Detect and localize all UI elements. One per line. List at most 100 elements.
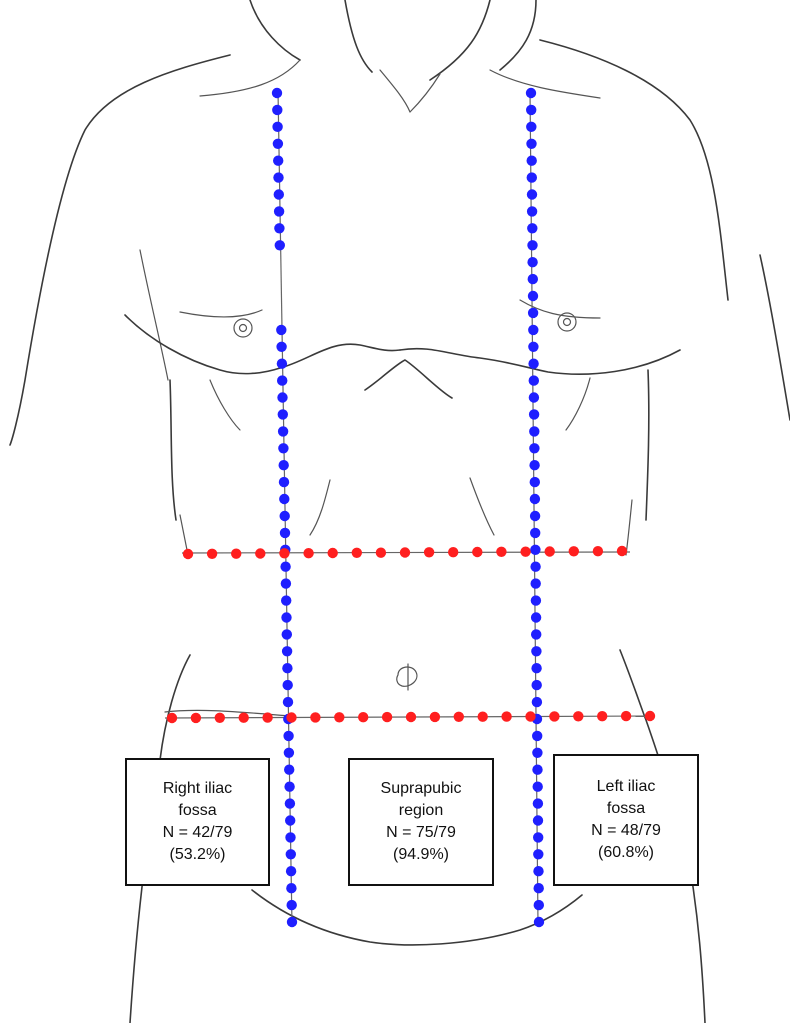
blue-dot — [528, 325, 538, 335]
red-dot — [239, 713, 249, 723]
blue-dot — [281, 612, 291, 622]
blue-dot — [277, 375, 287, 385]
blue-dot — [272, 105, 282, 115]
blue-dot — [528, 359, 538, 369]
red-dot — [286, 712, 296, 722]
blue-dot — [278, 409, 288, 419]
blue-dot — [526, 122, 536, 132]
red-dot — [352, 548, 362, 558]
suprapubic-region-box: Suprapubic region N = 75/79 (94.9%) — [348, 758, 494, 886]
blue-dot — [274, 206, 284, 216]
blue-dot — [531, 629, 541, 639]
blue-dot — [283, 731, 293, 741]
red-dot — [621, 711, 631, 721]
blue-dot — [533, 815, 543, 825]
left-iliac-fossa-label-line-2: fossa — [607, 798, 645, 820]
blue-dot — [282, 629, 292, 639]
blue-dot — [282, 646, 292, 656]
red-dot — [430, 712, 440, 722]
blue-dot — [530, 477, 540, 487]
red-dot — [207, 549, 217, 559]
right-iliac-fossa-count: N = 42/79 — [163, 822, 233, 844]
red-dot — [382, 712, 392, 722]
left-iliac-fossa-percent: (60.8%) — [598, 842, 654, 864]
blue-dot — [527, 223, 537, 233]
red-dot — [303, 548, 313, 558]
blue-dot — [529, 460, 539, 470]
blue-dot — [528, 308, 538, 318]
blue-dot — [277, 359, 287, 369]
blue-dot — [528, 342, 538, 352]
blue-dot — [285, 798, 295, 808]
blue-dot — [534, 917, 544, 927]
red-dot — [310, 712, 320, 722]
red-dot — [328, 548, 338, 558]
blue-dot — [279, 460, 289, 470]
suprapubic-region-percent: (94.9%) — [393, 844, 449, 866]
blue-dot — [281, 595, 291, 605]
blue-dot — [286, 849, 296, 859]
red-dot — [400, 547, 410, 557]
blue-dot — [274, 189, 284, 199]
red-dot — [448, 547, 458, 557]
blue-dot — [278, 443, 288, 453]
blue-dot — [277, 392, 287, 402]
blue-dot — [273, 172, 283, 182]
red-dot — [167, 713, 177, 723]
red-dot — [569, 546, 579, 556]
blue-dot — [531, 612, 541, 622]
red-dot — [231, 549, 241, 559]
red-dot — [424, 547, 434, 557]
blue-dot — [529, 392, 539, 402]
blue-dot — [274, 223, 284, 233]
blue-dot — [527, 172, 537, 182]
blue-dot — [533, 849, 543, 859]
right-iliac-fossa-percent: (53.2%) — [169, 844, 225, 866]
red-dot — [262, 712, 272, 722]
blue-dot — [526, 105, 536, 115]
blue-dot — [528, 291, 538, 301]
suprapubic-region-count: N = 75/79 — [386, 822, 456, 844]
blue-dot — [280, 511, 290, 521]
red-dot — [545, 546, 555, 556]
blue-dot — [272, 122, 282, 132]
red-dot — [376, 548, 386, 558]
left-iliac-fossa-box: Left iliac fossa N = 48/79 (60.8%) — [553, 754, 699, 886]
blue-dot — [283, 680, 293, 690]
blue-dot — [273, 156, 283, 166]
blue-dot — [527, 189, 537, 199]
red-dot — [478, 712, 488, 722]
red-dot — [525, 711, 535, 721]
blue-dot — [527, 156, 537, 166]
blue-dot — [286, 883, 296, 893]
red-dot — [645, 711, 655, 721]
blue-dot — [534, 900, 544, 910]
blue-dot — [272, 88, 282, 98]
blue-dot — [529, 375, 539, 385]
blue-dot — [526, 139, 536, 149]
blue-dot — [532, 748, 542, 758]
blue-dot — [530, 494, 540, 504]
blue-dot — [529, 443, 539, 453]
red-dot — [334, 712, 344, 722]
suprapubic-region-label-line-2: region — [399, 800, 443, 822]
right-iliac-fossa-label-line-2: fossa — [178, 800, 216, 822]
red-dot — [454, 712, 464, 722]
red-dot — [593, 546, 603, 556]
red-dot — [215, 713, 225, 723]
red-dot — [520, 547, 530, 557]
blue-dot — [527, 257, 537, 267]
horizontal-dotted-lines — [167, 546, 655, 723]
blue-dot — [530, 511, 540, 521]
blue-dot — [279, 477, 289, 487]
blue-dot — [530, 528, 540, 538]
red-dot — [617, 546, 627, 556]
blue-dot — [531, 595, 541, 605]
blue-dot — [276, 342, 286, 352]
blue-dot — [529, 409, 539, 419]
red-dot — [496, 547, 506, 557]
blue-dot — [286, 866, 296, 876]
blue-dot — [533, 798, 543, 808]
red-dot — [406, 712, 416, 722]
blue-dot — [533, 832, 543, 842]
